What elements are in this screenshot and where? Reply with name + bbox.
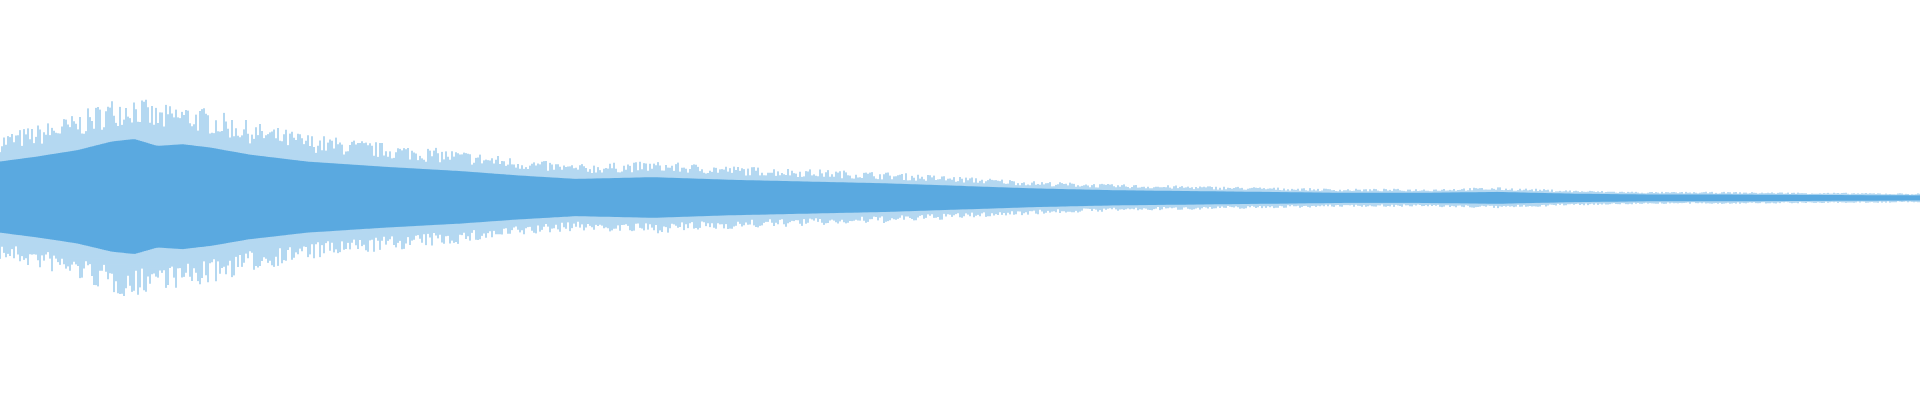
waveform-samples bbox=[0, 99, 1920, 296]
waveform bbox=[0, 99, 1920, 296]
